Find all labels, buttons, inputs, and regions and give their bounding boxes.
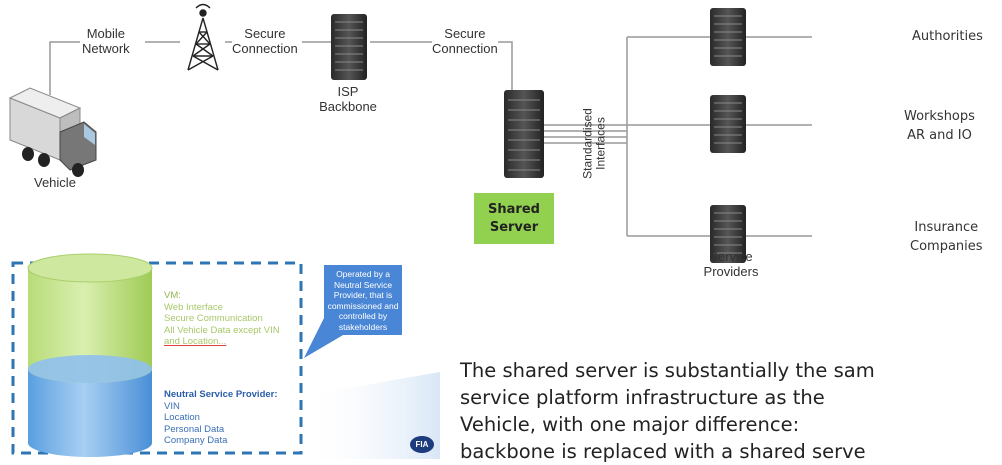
body-paragraph: The shared server is substantially the s… xyxy=(460,357,1002,465)
fia-logo: FIA xyxy=(410,436,434,453)
isp-server-icon xyxy=(331,14,367,80)
cylinder-divider xyxy=(28,355,152,383)
nsp-text-block: Neutral Service Provider: VIN Location P… xyxy=(164,389,278,447)
workshops-server-icon xyxy=(710,95,746,153)
vm-line: All Vehicle Data except VIN xyxy=(164,324,280,336)
authorities-server-icon xyxy=(710,8,746,66)
vm-title: VM: xyxy=(164,290,181,301)
nsp-line: Company Data xyxy=(164,435,228,446)
radio-tower-icon xyxy=(187,3,219,71)
nsp-line: Location xyxy=(164,412,200,423)
vm-line: Secure Communication xyxy=(164,313,263,324)
paragraph-line: The shared server is substantially the s… xyxy=(460,359,875,382)
truck-icon xyxy=(8,87,97,177)
shared-server-icon xyxy=(504,90,544,178)
vm-line: Web Interface xyxy=(164,301,223,313)
paragraph-line: backbone is replaced with a shared serve xyxy=(460,440,866,463)
nsp-line: Personal Data xyxy=(164,423,225,435)
connection-lines xyxy=(49,36,812,237)
cylinder-green-body xyxy=(28,268,152,383)
nsp-line: VIN xyxy=(164,400,180,412)
link-connection-shared xyxy=(498,41,513,93)
vehicle-label: Vehicle xyxy=(34,175,76,190)
nsp-title: Neutral Service Provider: xyxy=(164,389,278,400)
insurance-server-icon xyxy=(710,205,746,263)
dashed-boundary xyxy=(11,261,303,455)
inset-graphics xyxy=(11,253,440,459)
paragraph-line: service platform infrastructure as the xyxy=(460,386,825,409)
paragraph-line: Vehicle, with one major difference: xyxy=(460,413,800,436)
standardised-interfaces-label: Standardised Interfaces xyxy=(580,108,608,179)
link-vehicle-network xyxy=(49,41,80,95)
authorities-label: Authorities xyxy=(912,29,983,44)
vm-line: and Location... xyxy=(164,336,227,347)
cylinder-top xyxy=(27,253,153,283)
vm-text-block: VM: Web Interface Secure Communication A… xyxy=(164,290,280,348)
